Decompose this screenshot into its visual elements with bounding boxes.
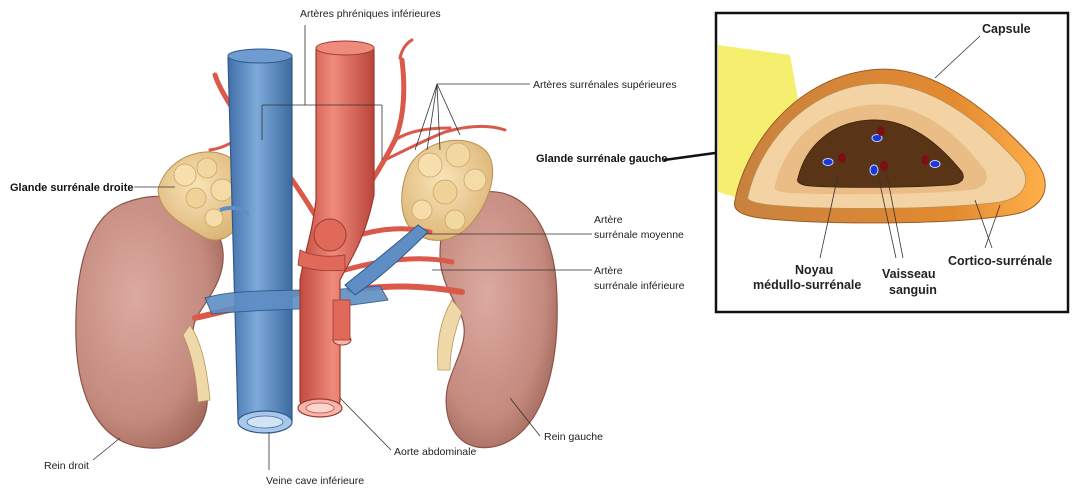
label-artere-moyenne-l2: surrénale moyenne (594, 229, 684, 241)
inset-cross-section: Capsule Noyau médullo-surrénale Vaisseau… (716, 13, 1068, 312)
label-artere-moyenne-l1: Artère (594, 214, 623, 226)
label-rein-gauche: Rein gauche (544, 431, 603, 443)
label-glande-surrenale-gauche: Glande surrénale gauche (536, 153, 667, 165)
veine-cave-shape (228, 52, 292, 431)
inset-label-noyau-l1: Noyau (795, 263, 833, 277)
main-illustration (76, 40, 557, 448)
label-glande-surrenale-droite: Glande surrénale droite (10, 182, 133, 194)
label-arteres-surrenales-superieures: Artères surrénales supérieures (533, 79, 677, 91)
label-aorte: Aorte abdominale (394, 446, 476, 458)
label-arteres-phreniques: Artères phréniques inférieures (300, 8, 441, 20)
inset-label-noyau-l2: médullo-surrénale (753, 278, 861, 292)
label-rein-droit: Rein droit (44, 460, 89, 472)
label-veine-cave: Veine cave inférieure (266, 475, 364, 487)
label-artere-inferieure-l1: Artère (594, 265, 623, 277)
inset-label-cortico: Cortico-surrénale (948, 254, 1052, 268)
inset-label-vaisseau-l2: sanguin (889, 283, 937, 297)
inset-label-vaisseau-l1: Vaisseau (882, 267, 936, 281)
label-artere-inferieure-l2: surrénale inférieure (594, 280, 685, 292)
inset-label-capsule: Capsule (982, 22, 1031, 36)
